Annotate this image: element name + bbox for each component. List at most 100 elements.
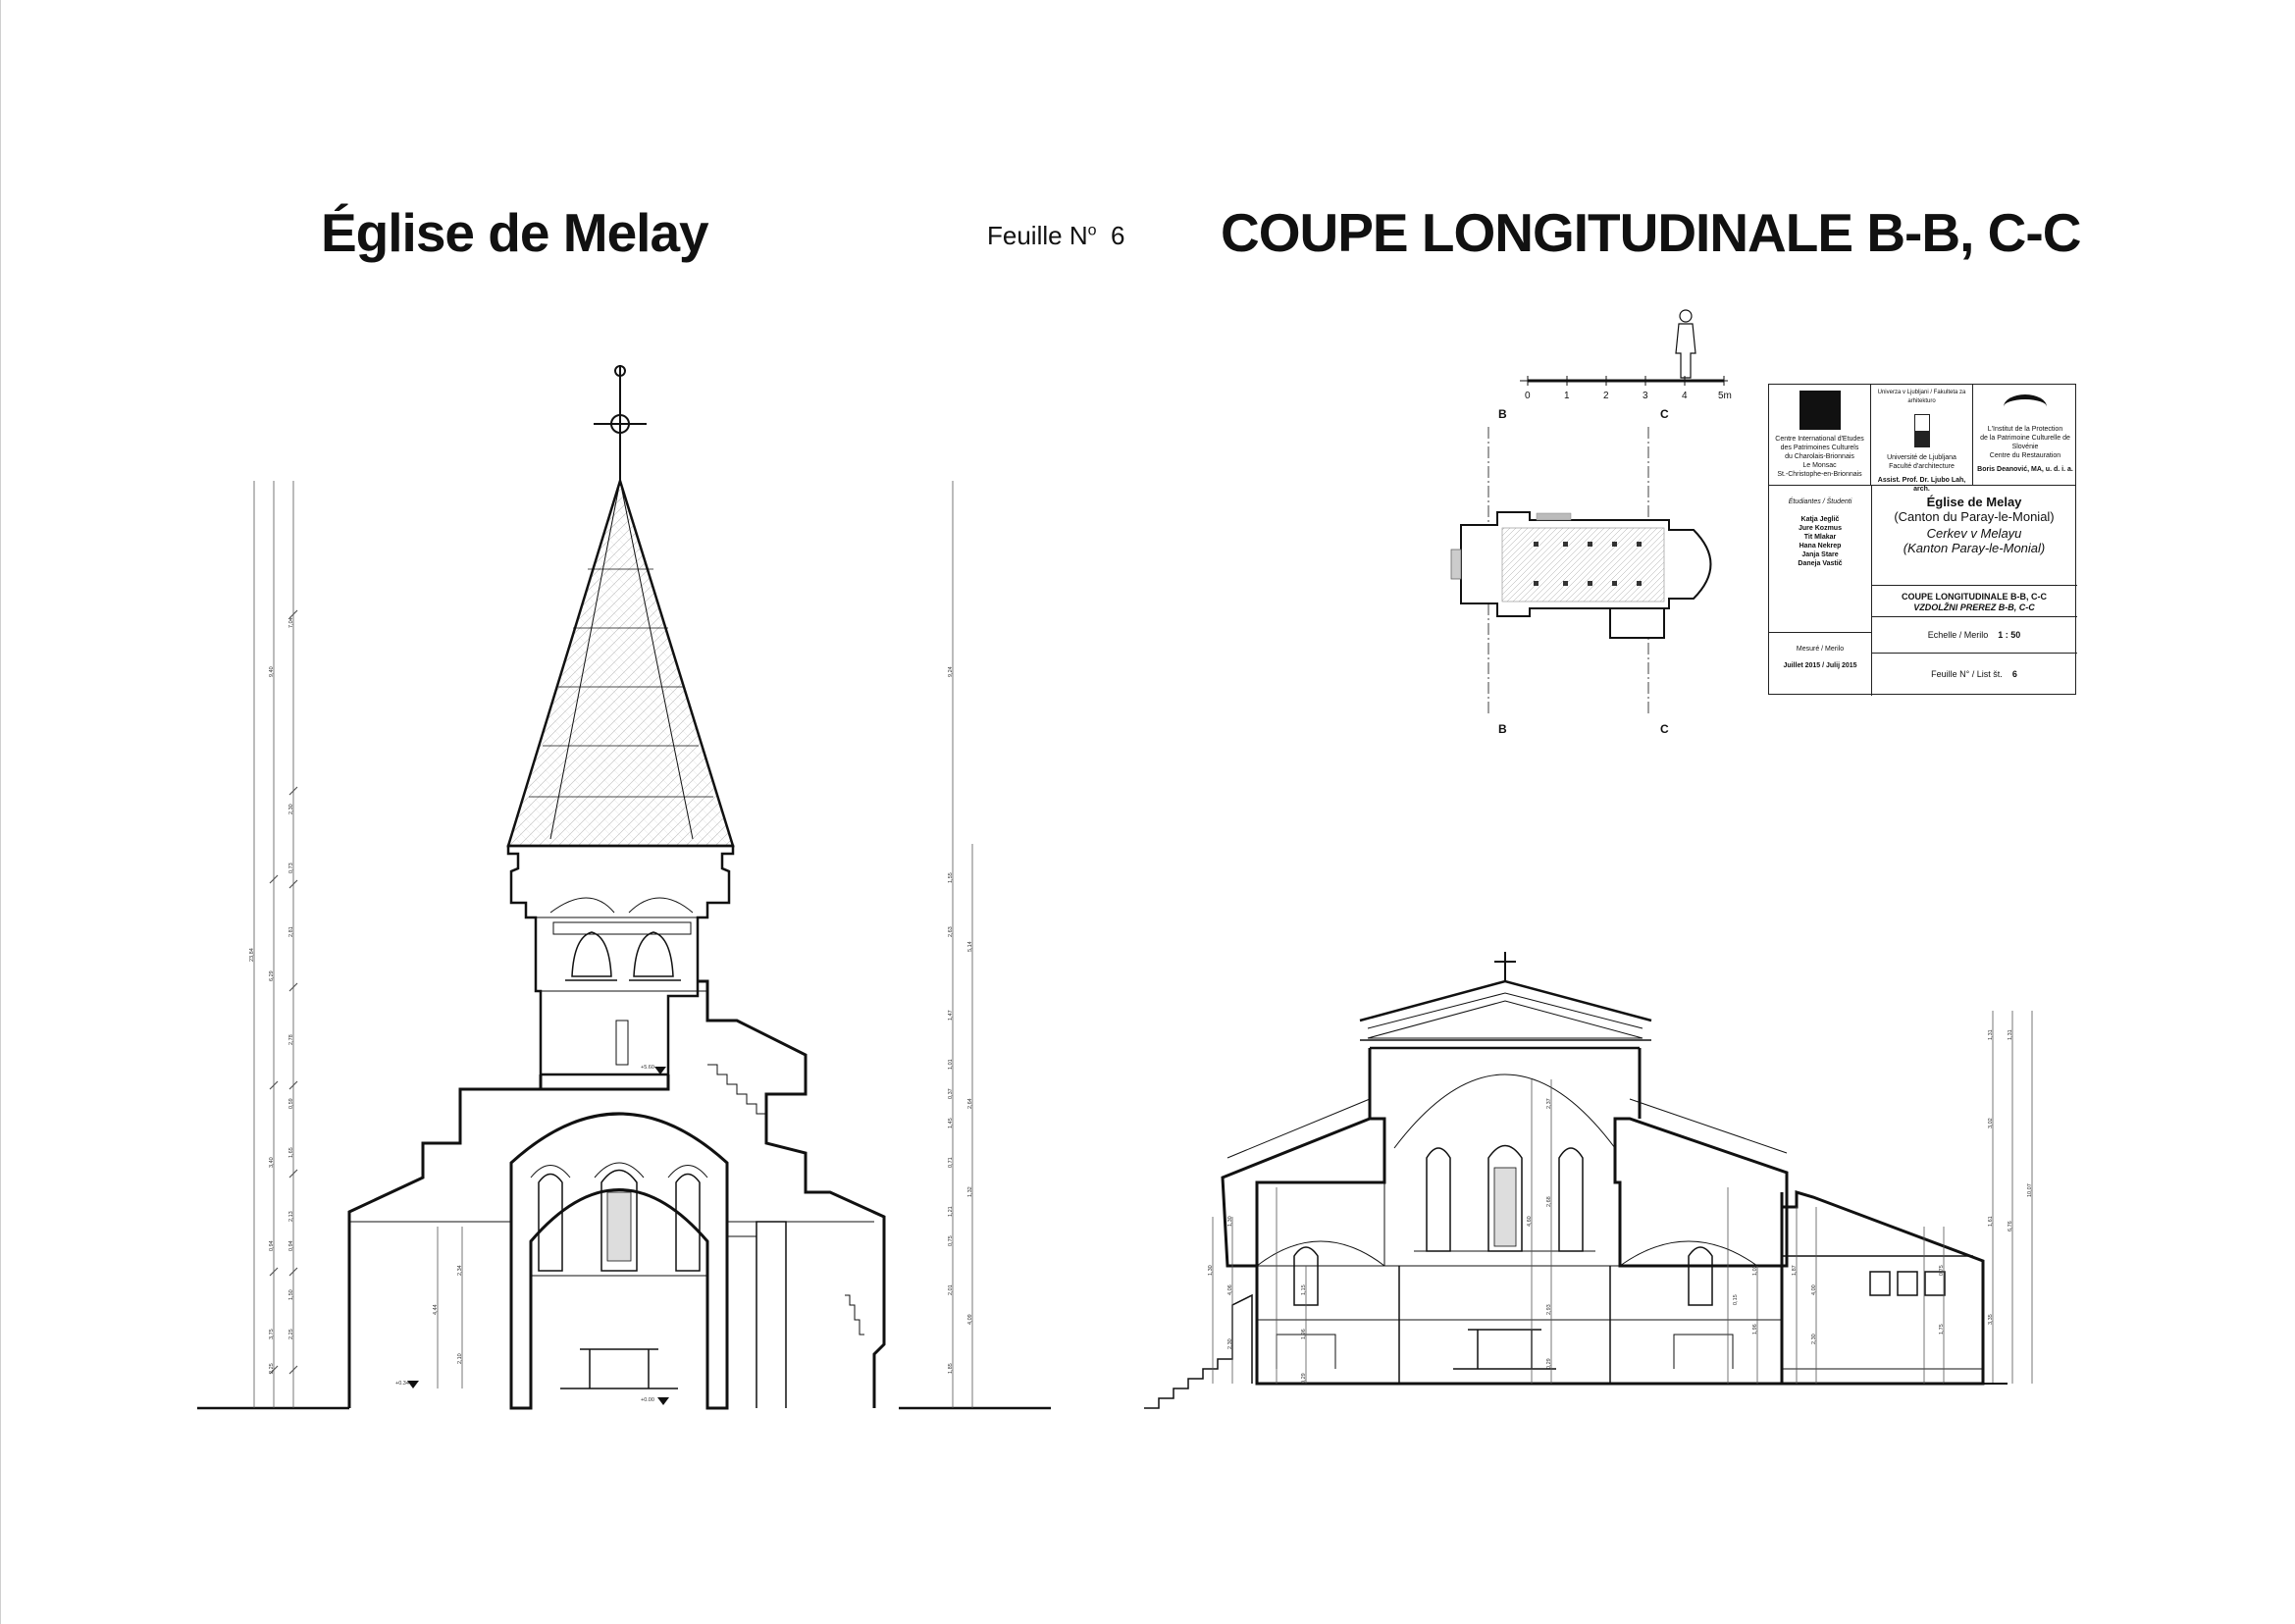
centre-logo-icon <box>1799 391 1841 430</box>
student-name: Janja Stare <box>1801 551 1839 558</box>
logo-text: L'Institut de la Protection <box>1987 426 2063 433</box>
right-dim-values: 4,06 2,30 1,30 1,30 1,15 1,96 0,29 2,37 … <box>1208 1029 2033 1384</box>
svg-text:1,31: 1,31 <box>1988 1029 1994 1040</box>
scale-box: Echelle / Merilo 1 : 50 <box>1871 617 2077 654</box>
sheet-number: 6 <box>1110 221 1125 250</box>
scale-bar <box>1520 376 1728 386</box>
canton-sl: (Kanton Paray-le-Monial) <box>1903 541 2046 555</box>
measured-box: Mesuré / Merilo Juillet 2015 / Julij 201… <box>1769 632 1871 696</box>
svg-text:1,02: 1,02 <box>1752 1265 1758 1276</box>
svg-text:2,64: 2,64 <box>967 1098 973 1109</box>
students-list: Katja Jeglič Jure Kozmus Tit Mlakar Hana… <box>1769 515 1871 568</box>
logo-text: des Patrimoines Culturels <box>1780 445 1859 451</box>
scale-tick: 4 <box>1682 391 1688 401</box>
svg-text:3,75: 3,75 <box>269 1329 275 1339</box>
svg-text:3,40: 3,40 <box>269 1157 275 1168</box>
right-dims <box>1212 1011 2033 1384</box>
level-markers-left <box>407 1067 669 1405</box>
logo-text: de la Patrimoine Culturelle de Slovénie <box>1980 435 2070 450</box>
sheet-value: 6 <box>2011 669 2017 679</box>
section-title-box: COUPE LONGITUDINALE B-B, C-C VZDOLŽNI PR… <box>1871 586 2077 617</box>
logo-centre-international: Centre International d'Etudes des Patrim… <box>1769 385 1871 485</box>
sheet-prefix: Feuille N <box>987 221 1088 250</box>
svg-text:0,75: 0,75 <box>1939 1265 1945 1276</box>
svg-text:1,85: 1,85 <box>948 1363 954 1374</box>
scale-tick: 5m <box>1718 391 1732 401</box>
church-name-box: Église de Melay (Canton du Paray-le-Moni… <box>1871 485 2077 586</box>
svg-text:0,73: 0,73 <box>288 863 294 873</box>
svg-text:1,55: 1,55 <box>948 872 954 883</box>
svg-text:1,30: 1,30 <box>1208 1265 1214 1276</box>
svg-text:1,31: 1,31 <box>2008 1029 2013 1040</box>
drawing-title: COUPE LONGITUDINALE B-B, C-C <box>1221 202 2081 263</box>
section-title-fr: COUPE LONGITUDINALE B-B, C-C <box>1902 592 2047 602</box>
svg-text:2,37: 2,37 <box>1546 1098 1552 1109</box>
church-name-sl: Cerkev v Melayu <box>1926 526 2022 541</box>
svg-text:10,07: 10,07 <box>2027 1183 2033 1197</box>
sheet-box: Feuille N° / List št. 6 <box>1871 653 2077 696</box>
logo-text: Univerza v Ljubljani / Fakulteta za arhi… <box>1877 390 1966 404</box>
measured-date: Juillet 2015 / Julij 2015 <box>1783 662 1857 669</box>
logo-text: St.-Christophe-en-Brionnais <box>1777 471 1862 478</box>
logo-author: Boris Deanović, MA, u. d. i. a. <box>1977 466 2073 473</box>
svg-text:4,00: 4,00 <box>1811 1284 1817 1295</box>
svg-text:1,75: 1,75 <box>1939 1324 1945 1335</box>
svg-text:1,61: 1,61 <box>1988 1216 1994 1227</box>
svg-text:2,30: 2,30 <box>1227 1338 1233 1349</box>
scale-tick: 0 <box>1525 391 1531 401</box>
svg-text:2,68: 2,68 <box>1546 1196 1552 1207</box>
scale-tick: 3 <box>1643 391 1648 401</box>
svg-text:2,25: 2,25 <box>288 1329 294 1339</box>
svg-text:4,06: 4,06 <box>1227 1284 1233 1295</box>
svg-text:2,10: 2,10 <box>457 1353 463 1364</box>
svg-text:2,81: 2,81 <box>288 926 294 937</box>
institute-logo-icon <box>2004 394 2047 419</box>
svg-text:3,35: 3,35 <box>1988 1314 1994 1325</box>
logo-text: Centre du Restauration <box>1989 452 2061 459</box>
section-mark-b-bottom: B <box>1498 722 1507 736</box>
student-name: Jure Kozmus <box>1799 525 1842 532</box>
svg-text:0,37: 0,37 <box>948 1088 954 1099</box>
svg-text:2,13: 2,13 <box>288 1211 294 1222</box>
logo-text: Université de Ljubljana <box>1887 454 1956 461</box>
dimension-values-left: 7,04 9,40 2,30 0,73 2,81 23,84 6,29 2,78… <box>249 617 294 1374</box>
right-altar <box>1276 1329 1734 1370</box>
svg-text:1,45: 1,45 <box>948 1118 954 1128</box>
svg-text:1,01: 1,01 <box>948 1059 954 1070</box>
dimension-values-right: 9,24 1,55 2,63 5,14 1,47 1,01 0,37 2,64 … <box>948 666 973 1374</box>
inner-dims-left <box>437 1227 463 1388</box>
student-name: Katja Jeglič <box>1800 516 1840 523</box>
svg-text:1,32: 1,32 <box>967 1186 973 1197</box>
entrance-steps <box>1144 1293 1253 1409</box>
svg-text:2,30: 2,30 <box>1811 1334 1817 1344</box>
svg-text:0,59: 0,59 <box>288 1098 294 1109</box>
tower-body <box>506 844 735 1076</box>
sheet-sup: o <box>1087 222 1097 239</box>
altar <box>560 1348 678 1389</box>
cross-finial <box>594 365 647 486</box>
canton-fr: (Canton du Paray-le-Monial) <box>1894 509 2055 524</box>
svg-text:1,50: 1,50 <box>288 1289 294 1300</box>
logo-text: Centre International d'Etudes <box>1775 436 1864 443</box>
bells <box>549 897 694 981</box>
sheet-number-label: Feuille No 6 <box>987 221 1124 251</box>
level-label: +5.60 <box>641 1065 654 1071</box>
section-mark-c-top: C <box>1660 407 1669 421</box>
svg-text:0,75: 0,75 <box>948 1235 954 1246</box>
svg-text:5,14: 5,14 <box>967 941 973 952</box>
svg-text:1,87: 1,87 <box>1792 1265 1798 1276</box>
svg-text:0,94: 0,94 <box>269 1240 275 1251</box>
sheet-label: Feuille N° / List št. <box>1931 669 2003 679</box>
level-label: +0.00 <box>641 1397 654 1403</box>
left-section-bb: 7,04 9,40 2,30 0,73 2,81 23,84 6,29 2,78… <box>197 365 1051 1410</box>
student-name: Hana Nekrep <box>1799 543 1842 550</box>
apse-windows <box>530 1162 708 1272</box>
svg-text:4,09: 4,09 <box>967 1314 973 1325</box>
logo-text: Faculté d'architecture <box>1889 463 1955 470</box>
student-name: Tit Mlakar <box>1803 534 1837 541</box>
west-cross <box>1494 952 1516 981</box>
svg-text:6,76: 6,76 <box>2008 1221 2013 1231</box>
right-dim-lines <box>952 481 973 1408</box>
svg-text:4,60: 4,60 <box>1527 1216 1533 1227</box>
